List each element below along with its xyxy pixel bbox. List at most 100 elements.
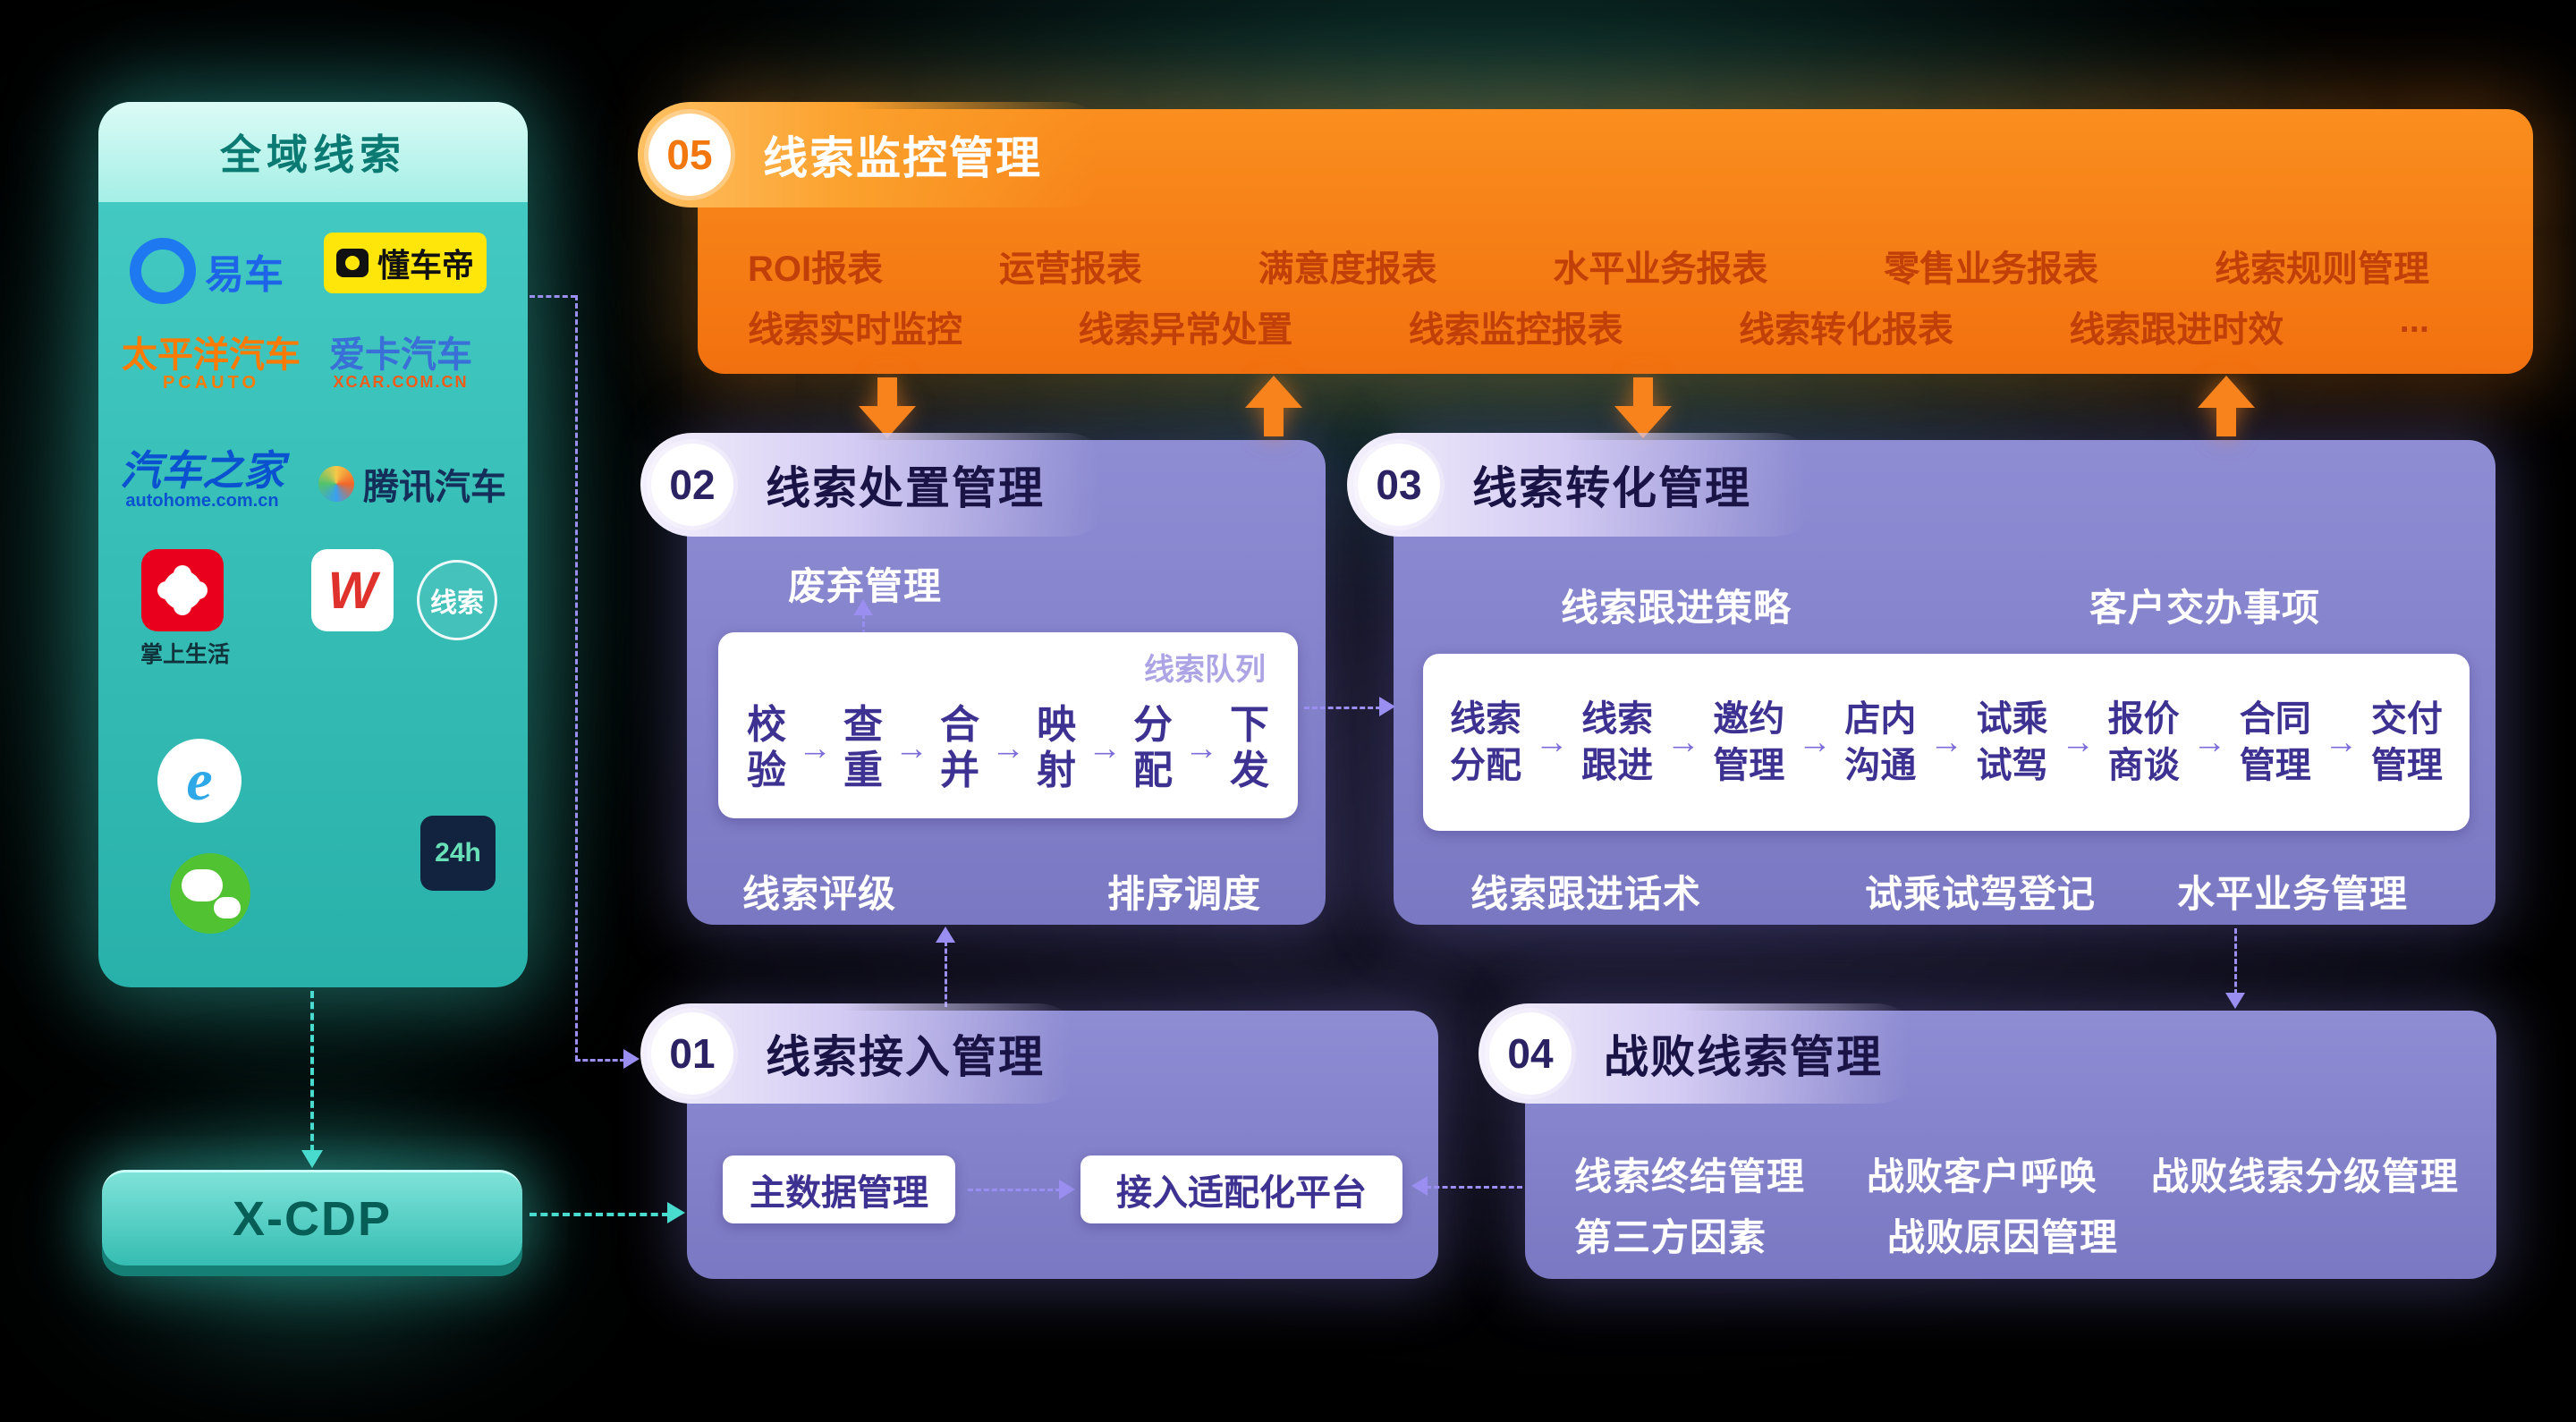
flow-step: 报价商谈 bbox=[2107, 699, 2180, 785]
connector-panel-intake-b bbox=[575, 295, 578, 1061]
arrow-down-icon bbox=[859, 377, 916, 438]
testdrive-registration-label: 试乘试驾登记 bbox=[1865, 873, 2097, 915]
module-05-monitoring: 05 线索监控管理 ROI报表 运营报表 满意度报表 水平业务报表 零售业务报表… bbox=[638, 102, 2533, 374]
module-01-number-badge: 01 bbox=[651, 1012, 733, 1095]
scheduling-label: 排序调度 bbox=[1107, 873, 1262, 915]
module-05-row1: ROI报表 运营报表 满意度报表 水平业务报表 零售业务报表 线索规则管理 bbox=[748, 240, 2429, 292]
monitoring-item: 线索规则管理 bbox=[2214, 250, 2429, 289]
arrow-right-icon bbox=[623, 1049, 640, 1069]
defeat-item: 线索终结管理 bbox=[1574, 1155, 1806, 1198]
monitoring-item: 满意度报表 bbox=[1258, 250, 1437, 289]
source-panel-title: 全域线索 bbox=[220, 131, 406, 178]
logo-zhangshang-shenghuo: 掌上生活 bbox=[140, 549, 230, 667]
w-media-icon: W bbox=[311, 549, 394, 631]
source-channel-panel: 全域线索 易车 懂车帝 太平洋汽车 PCAUTO 爱卡汽车 XCAR.COM.C… bbox=[98, 102, 528, 987]
module-05-header: 05 线索监控管理 bbox=[638, 102, 1115, 207]
queue-label: 线索队列 bbox=[1144, 653, 1266, 687]
conversion-flow: 线索分配 线索跟进 邀约管理 店内沟通 试乘试驾 报价商谈 合同管理 交付管理 bbox=[1445, 654, 2448, 831]
module-04-defeat: 04 战败线索管理 线索终结管理 战败客户呼唤 战败线索分级管理 第三方因素 战… bbox=[1479, 1003, 2496, 1279]
arrow-up-icon bbox=[2198, 376, 2255, 436]
flow-step: 分配 bbox=[1133, 703, 1173, 792]
arrow-right-icon bbox=[1059, 1180, 1075, 1199]
arrow-right-icon bbox=[1379, 697, 1395, 716]
module-02-title: 线索处置管理 bbox=[766, 463, 1045, 513]
arrow-right-icon bbox=[2324, 724, 2358, 762]
followup-script-label: 线索跟进话术 bbox=[1470, 873, 1702, 915]
logo-xcar: 爱卡汽车 XCAR.COM.CN bbox=[329, 336, 472, 391]
logo-clue-circle: 线索 bbox=[417, 560, 497, 640]
module-02-disposal: 02 线索处置管理 废弃管理 线索队列 校验 查重 合并 映射 分配 下发 bbox=[640, 433, 1326, 925]
dongchedi-label: 懂车帝 bbox=[377, 247, 475, 284]
arrow-right-icon bbox=[798, 730, 832, 768]
arrow-down-icon bbox=[2225, 993, 2245, 1009]
adapter-platform-box: 接入适配化平台 bbox=[1080, 1155, 1402, 1223]
logo-wechat bbox=[170, 853, 250, 934]
customer-tasks-label: 客户交办事项 bbox=[2089, 587, 2321, 629]
module-03-conversion: 03 线索转化管理 线索跟进策略 客户交办事项 线索分配 线索跟进 邀约管理 店… bbox=[1347, 433, 2496, 925]
module-05-row2: 线索实时监控 线索异常处置 线索监控报表 线索转化报表 线索跟进时效 ... bbox=[748, 300, 2429, 352]
arrow-right-icon bbox=[1666, 724, 1700, 762]
arrow-right-icon bbox=[1929, 724, 1963, 762]
disposal-flow: 校验 查重 合并 映射 分配 下发 bbox=[745, 691, 1271, 806]
arrow-right-icon bbox=[2192, 724, 2226, 762]
logo-w-media: W bbox=[311, 549, 394, 631]
module-05-title: 线索监控管理 bbox=[763, 133, 1042, 183]
defeat-item: 战败客户呼唤 bbox=[1867, 1155, 2098, 1198]
pcauto-label: 太平洋汽车 bbox=[122, 335, 301, 375]
arrow-up-icon bbox=[936, 927, 955, 943]
monitoring-item: ... bbox=[2399, 300, 2429, 340]
tencent-auto-icon bbox=[318, 466, 354, 502]
monitoring-item: 线索监控报表 bbox=[1408, 310, 1623, 350]
conversion-flow-box: 线索分配 线索跟进 邀约管理 店内沟通 试乘试驾 报价商谈 合同管理 交付管理 bbox=[1423, 654, 2470, 831]
arrow-right-icon bbox=[2061, 724, 2095, 762]
module-01-header: 01 线索接入管理 bbox=[640, 1003, 1088, 1104]
arrow-left-icon bbox=[1411, 1176, 1428, 1196]
logo-pcauto: 太平洋汽车 PCAUTO bbox=[122, 336, 301, 393]
connector-panel-intake-a bbox=[530, 295, 576, 298]
autohome-label: 汽车之家 bbox=[120, 447, 284, 494]
arrow-down-icon bbox=[1614, 377, 1672, 438]
module-05-number-badge: 05 bbox=[648, 114, 731, 196]
connector-01-02 bbox=[945, 941, 947, 1007]
flow-step: 查重 bbox=[843, 703, 883, 792]
flow-step: 映射 bbox=[1037, 703, 1076, 792]
ie-browser-icon: e bbox=[157, 739, 242, 823]
defeat-item: 战败线索分级管理 bbox=[2151, 1155, 2460, 1198]
arrow-right-icon bbox=[991, 730, 1025, 768]
source-panel-header: 全域线索 bbox=[98, 102, 528, 202]
horizontal-business-label: 水平业务管理 bbox=[2177, 873, 2409, 915]
flow-step: 合同管理 bbox=[2239, 699, 2311, 785]
connector-03-04 bbox=[2234, 928, 2237, 995]
module-04-number-badge: 04 bbox=[1489, 1012, 1572, 1095]
dongchedi-icon bbox=[336, 249, 369, 277]
arrow-right-icon bbox=[1184, 730, 1218, 768]
module-04-header: 04 战败线索管理 bbox=[1479, 1003, 1926, 1104]
logo-ie-browser: e bbox=[157, 739, 242, 823]
autohome-sublabel: autohome.com.cn bbox=[125, 491, 279, 512]
zhangshang-shenghuo-label: 掌上生活 bbox=[140, 642, 230, 667]
master-data-box: 主数据管理 bbox=[723, 1155, 955, 1223]
followup-strategy-label: 线索跟进策略 bbox=[1561, 587, 1792, 629]
arrow-right-icon bbox=[667, 1202, 685, 1223]
module-02-number-badge: 02 bbox=[651, 444, 733, 526]
monitoring-item: 线索转化报表 bbox=[1738, 310, 1953, 350]
hotline-24h-icon: 24h bbox=[420, 816, 496, 891]
xcdp-label: X-CDP bbox=[232, 1192, 392, 1246]
flow-step: 合并 bbox=[940, 703, 979, 792]
connector-intake bbox=[968, 1189, 1061, 1191]
flow-step: 校验 bbox=[747, 703, 786, 792]
logo-hotline-24h: 24h bbox=[420, 816, 496, 891]
connector-panel-intake-c bbox=[575, 1059, 625, 1062]
module-03-number-badge: 03 bbox=[1358, 444, 1440, 526]
monitoring-item: 线索实时监控 bbox=[748, 310, 962, 350]
arrow-right-icon bbox=[1088, 730, 1122, 768]
flow-step: 交付管理 bbox=[2370, 699, 2443, 785]
module-01-title: 线索接入管理 bbox=[766, 1032, 1045, 1082]
monitoring-item: 水平业务报表 bbox=[1553, 250, 1768, 289]
flow-step: 线索分配 bbox=[1450, 699, 1521, 785]
module-02-header: 02 线索处置管理 bbox=[640, 433, 1118, 537]
flow-step: 店内沟通 bbox=[1844, 699, 1917, 785]
arrow-down-icon bbox=[301, 1150, 323, 1168]
wechat-icon bbox=[170, 853, 250, 934]
